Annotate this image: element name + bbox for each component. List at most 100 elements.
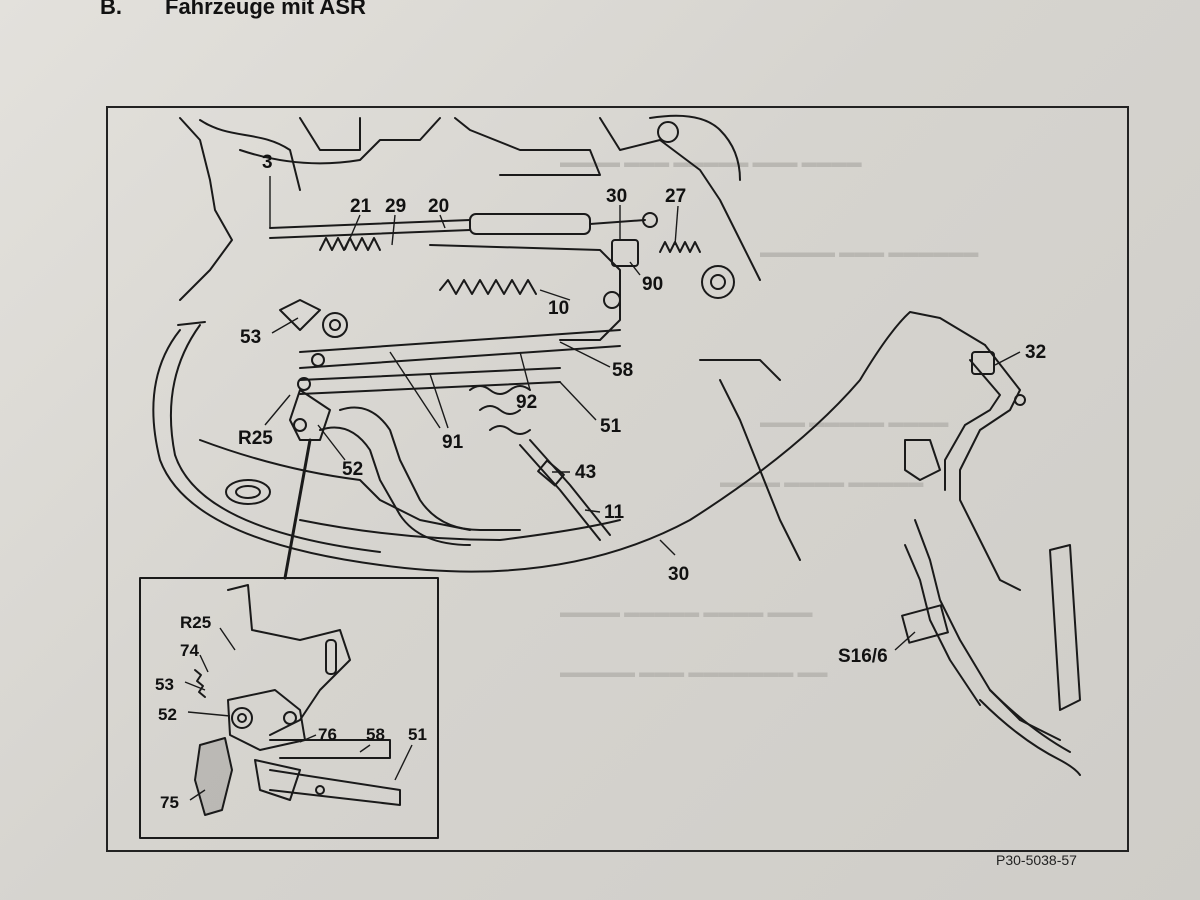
leader-90 <box>629 261 641 276</box>
inset-callout-75: 75 <box>160 793 179 812</box>
inset-callout-52: 52 <box>158 705 177 724</box>
cable-30-inner <box>169 324 381 553</box>
callout-11: 11 <box>604 502 625 523</box>
callout-20: 20 <box>428 196 449 217</box>
leader-i52 <box>187 711 231 717</box>
inset-callout-76: 76 <box>318 725 337 744</box>
callout-29: 29 <box>385 196 406 217</box>
pedal-plate <box>1049 544 1081 711</box>
inset-callout-R25: R25 <box>180 613 211 632</box>
leader-i74 <box>199 654 209 673</box>
inset-rod-51 <box>269 769 401 806</box>
section-title: Fahrzeuge mit ASR <box>165 0 366 19</box>
inset-leader <box>283 438 312 580</box>
rod-20-end <box>589 219 646 225</box>
cable-fitting-43 <box>537 459 565 487</box>
callout-32: 32 <box>1025 342 1046 363</box>
show-through-text: ▬▬▬▬ ▬▬▬ ▬▬▬▬▬ ▬▬▬ ▬▬▬▬ <box>560 154 862 171</box>
cable-30 <box>152 311 986 573</box>
callout-27: 27 <box>665 186 686 207</box>
leader-i53 <box>184 681 206 691</box>
callout-10: 10 <box>548 298 569 319</box>
spring-main <box>439 279 537 295</box>
right-housing-outline <box>599 114 761 281</box>
manifold-outline <box>239 117 601 176</box>
callout-S16-6: S16/6 <box>838 646 888 667</box>
callout-43: 43 <box>575 462 596 483</box>
pedal-arm-b <box>944 359 1001 491</box>
bracket-10 <box>429 244 621 341</box>
callout-58: 58 <box>612 360 633 381</box>
leader-S16-6 <box>894 631 916 651</box>
inset-slot <box>325 639 337 675</box>
inset-rod-hole <box>315 785 325 795</box>
leader-21 <box>344 214 361 251</box>
leader-91-b <box>429 373 449 429</box>
leader-30-bottom <box>659 539 676 556</box>
spring-27 <box>659 241 701 253</box>
callout-30-bottom: 30 <box>668 564 689 585</box>
rod-20-sleeve <box>469 213 591 235</box>
rod-51 <box>299 367 561 395</box>
pedal-wiring <box>979 689 1081 776</box>
leader-i75 <box>189 789 206 801</box>
inset-frame <box>139 577 439 839</box>
engine-block-outline <box>179 117 361 301</box>
inset-bolt <box>231 707 253 729</box>
leader-51 <box>559 381 597 421</box>
pedal-bracket <box>904 439 941 481</box>
callout-3: 3 <box>262 152 273 173</box>
throttle-pipe-b <box>319 426 471 546</box>
callout-30-top: 30 <box>606 186 627 207</box>
port-lower-left <box>225 479 271 505</box>
show-through-text: ▬▬▬▬▬ ▬▬▬ ▬▬▬▬▬▬ <box>760 244 979 261</box>
throttle-pipe <box>339 406 521 531</box>
leader-92 <box>519 351 531 391</box>
show-through-text: ▬▬▬▬ ▬▬▬▬ ▬▬▬▬▬ <box>720 474 924 491</box>
rod-58 <box>299 329 621 369</box>
leader-91-a <box>389 351 441 429</box>
leader-58 <box>559 341 611 368</box>
pivot-left-b <box>297 377 311 391</box>
lower-housing <box>199 439 621 541</box>
inset-bracket-R25 <box>227 584 351 736</box>
leader-20 <box>439 214 446 229</box>
leader-53 <box>271 317 299 334</box>
leader-R25 <box>264 394 291 426</box>
leader-iR25 <box>219 627 236 651</box>
inset-rod-58 <box>269 739 391 759</box>
bolt-right-mid <box>701 265 735 299</box>
rod-20-ball <box>642 212 658 228</box>
show-through-text: ▬▬▬▬ ▬▬▬▬▬ ▬▬▬▬ ▬▬▬ <box>560 604 813 621</box>
callout-52: 52 <box>342 459 363 480</box>
pedal-pivot <box>1014 394 1026 406</box>
callout-53: 53 <box>240 327 261 348</box>
sensor-S16-6 <box>901 604 949 644</box>
cable-11 <box>519 439 611 541</box>
inset-callout-51: 51 <box>408 725 427 744</box>
cable-30-left-end <box>177 321 206 326</box>
callout-90: 90 <box>642 274 663 295</box>
inset-lever-76 <box>254 759 301 801</box>
pedal-arm <box>959 344 1021 591</box>
port-lower-left-inner <box>235 485 261 499</box>
leader-10 <box>539 289 571 301</box>
leader-27 <box>674 205 679 246</box>
callout-R25: R25 <box>238 428 273 449</box>
bracket-53 <box>279 299 321 331</box>
leader-11 <box>584 509 601 513</box>
figure-id: P30-5038-57 <box>996 852 1077 868</box>
callout-91: 91 <box>442 432 464 453</box>
leader-i76 <box>299 734 317 743</box>
bolt-top-right <box>657 121 679 143</box>
inset-callout-74: 74 <box>180 641 199 660</box>
leader-29 <box>391 214 396 246</box>
callout-21: 21 <box>350 196 372 217</box>
inset-lever-75 <box>194 737 233 816</box>
figure-frame <box>106 106 1129 852</box>
pedal-lower-arm <box>904 519 1061 741</box>
show-through-text: ▬▬▬ ▬▬▬▬▬ ▬▬▬▬ <box>760 414 949 431</box>
lever-block-90 <box>611 239 639 267</box>
callout-92: 92 <box>516 392 537 413</box>
